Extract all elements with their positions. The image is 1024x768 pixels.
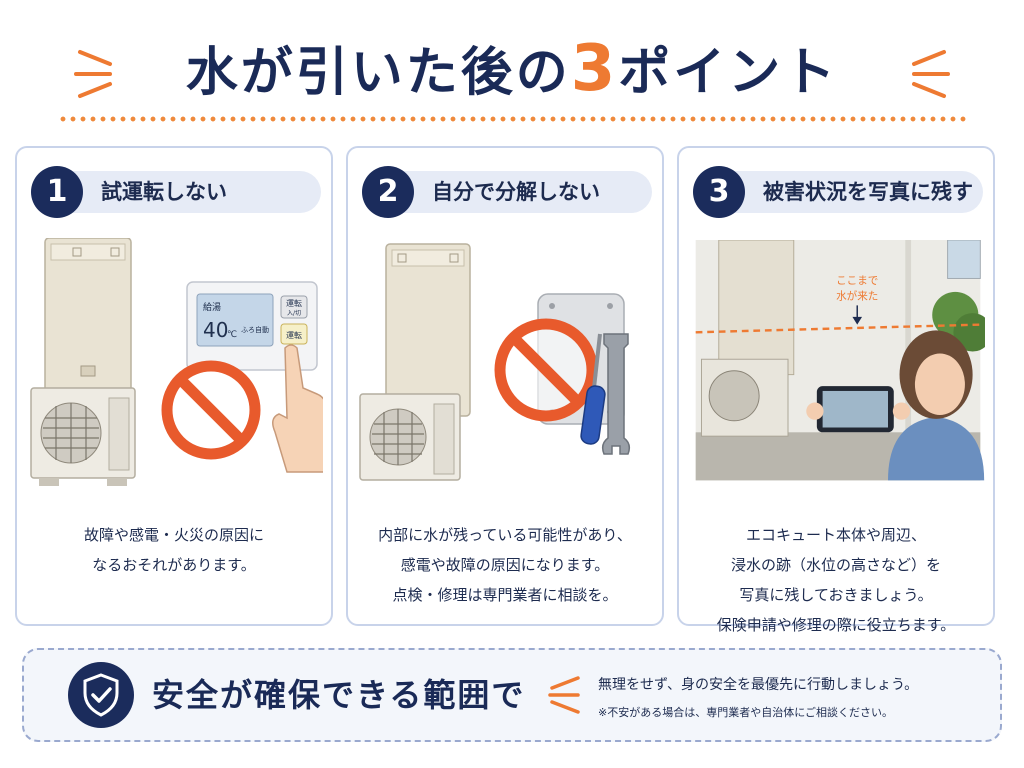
heat-pump-unit	[359, 393, 461, 481]
description-line: 故障や感電・火災の原因に	[83, 526, 264, 544]
point-card-3: 被害状況を写真に残す 3 ここまで 水が来た	[677, 146, 995, 634]
remote-unit: ℃	[227, 330, 237, 340]
remote-label-hot: 給湯	[203, 301, 221, 313]
point-number-badge: 2	[362, 166, 414, 218]
remote-run-button-label: 運転	[286, 299, 302, 308]
page-title: 水が引いた後の3ポイント	[0, 34, 1024, 104]
point-title: 試運転しない	[101, 180, 227, 204]
point-card-1: 試運転しない 1 給湯 40	[15, 146, 333, 626]
banner-note: ※不安がある場合は、専門業者や自治体にご相談ください。	[598, 706, 893, 719]
hot-water-tank	[385, 243, 471, 417]
screwdriver-icon	[580, 333, 606, 445]
point-header: 被害状況を写真に残す 3	[693, 166, 983, 218]
sparkle-icon	[74, 50, 112, 98]
point-title-pill: 自分で分解しない	[384, 171, 652, 213]
title-suffix: ポイント	[618, 43, 839, 103]
title-text: 水が引いた後の	[185, 43, 571, 103]
remote-temperature: 40	[203, 318, 228, 342]
point-header: 試運転しない 1	[31, 166, 321, 218]
point-title: 被害状況を写真に残す	[763, 180, 973, 204]
description-line: なるおそれがあります。	[92, 556, 256, 574]
pointing-hand	[272, 344, 323, 473]
heat-pump-unit	[30, 387, 136, 486]
point-number-badge: 1	[31, 166, 83, 218]
point-header: 自分で分解しない 2	[362, 166, 652, 218]
prohibit-icon	[494, 318, 598, 422]
sparkle-icon	[912, 50, 950, 98]
description-line: 保険申請や修理の際に役立ちます。	[716, 616, 956, 634]
point-description: 故障や感電・火災の原因に なるおそれがあります。	[17, 520, 331, 580]
hot-water-tank	[718, 240, 795, 376]
description-line: 浸水の跡（水位の高さなど）を	[730, 556, 941, 574]
water-level-annotation-line1: ここまで	[836, 275, 878, 287]
point-title-pill: 試運転しない	[53, 171, 321, 213]
remote-run-button-sub: 入/切	[287, 310, 301, 317]
description-line: 点検・修理は専門業者に相談を。	[392, 586, 618, 604]
shield-check-icon	[68, 662, 134, 728]
banner-title: 安全が確保できる範囲で	[152, 676, 526, 714]
point-title: 自分で分解しない	[432, 180, 600, 204]
water-level-line	[695, 323, 981, 334]
safety-banner: 安全が確保できる範囲で 無理をせず、身の安全を最優先に行動しましょう。 ※不安が…	[22, 648, 1002, 742]
chevron-left-icon	[548, 676, 580, 714]
point-number-badge: 3	[693, 166, 745, 218]
water-level-annotation-line2: 水が来た	[836, 290, 878, 303]
title-number: 3	[570, 32, 619, 106]
photo-documentation-illustration: ここまで 水が来た	[695, 240, 985, 481]
wrench-icon	[601, 333, 631, 455]
point-description: 内部に水が残っている可能性があり、 感電や故障の原因になります。 点検・修理は専…	[348, 520, 662, 610]
description-line: 感電や故障の原因になります。	[400, 556, 610, 574]
heat-pump-unit	[700, 358, 789, 437]
smartphone-icon	[806, 386, 911, 433]
point-card-2: 自分で分解しない 2	[346, 146, 664, 626]
prohibit-icon	[161, 360, 261, 460]
description-line: 内部に水が残っている可能性があり、	[378, 526, 632, 544]
point-description: エコキュート本体や周辺、 浸水の跡（水位の高さなど）を 写真に残しておきましょう…	[679, 520, 993, 640]
dotted-divider	[58, 116, 966, 122]
description-line: 写真に残しておきましょう。	[739, 586, 933, 604]
ecocute-remote-illustration: 給湯 40 ℃ ふろ自動 運転 入/切 運転	[30, 238, 323, 486]
hot-water-tank	[44, 238, 132, 414]
banner-message: 無理をせず、身の安全を最優先に行動しましょう。	[598, 677, 919, 693]
remote-ops-button-label: 運転	[286, 331, 302, 340]
person-with-phone	[888, 330, 985, 481]
description-line: エコキュート本体や周辺、	[745, 526, 926, 544]
disassembly-illustration	[359, 243, 631, 481]
remote-label-bath: ふろ自動	[241, 325, 269, 334]
point-title-pill: 被害状況を写真に残す	[715, 171, 983, 213]
